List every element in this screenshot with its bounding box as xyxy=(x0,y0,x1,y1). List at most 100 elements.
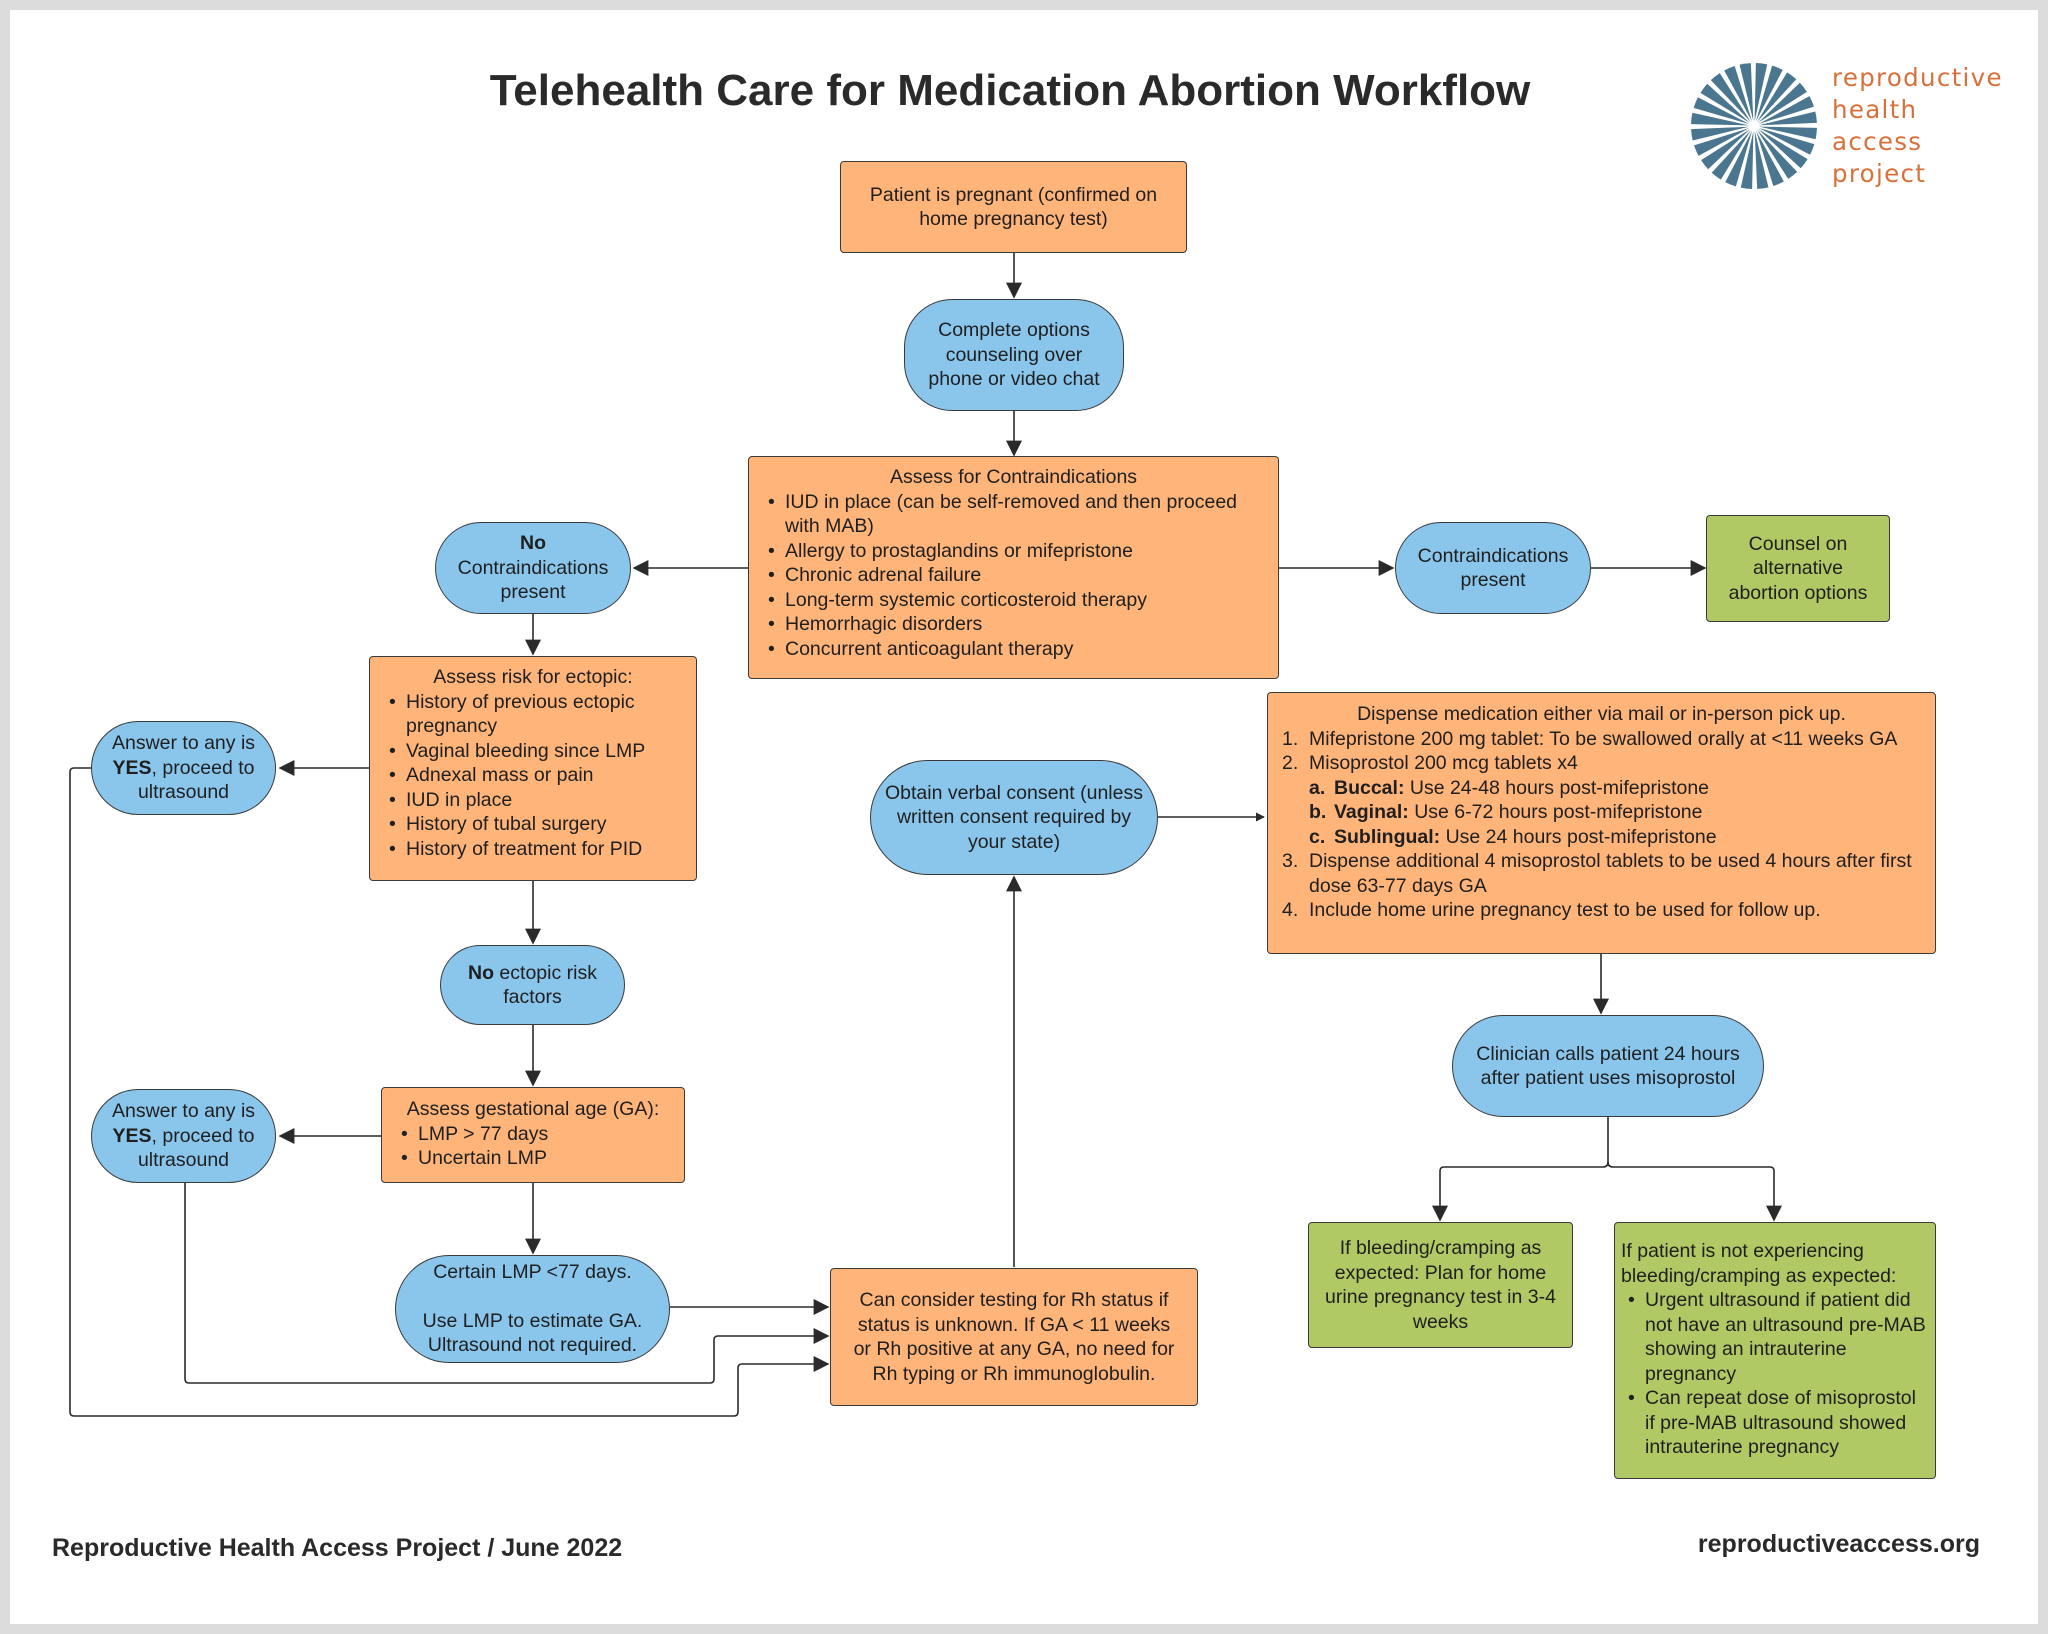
list-item: Chronic adrenal failure xyxy=(768,563,1266,588)
node-yes-ultrasound-ectopic: Answer to any is YES, proceed to ultraso… xyxy=(91,721,276,815)
list-item: Allergy to prostaglandins or mifepriston… xyxy=(768,539,1266,564)
node-dispense-medication: Dispense medication either via mail or i… xyxy=(1267,692,1936,954)
sub-list-bold: Vaginal: xyxy=(1334,801,1409,823)
connector-yes1-to-rh xyxy=(69,767,830,1417)
rhap-logo-mark xyxy=(1691,63,1817,189)
node-text-bold: No xyxy=(520,532,546,555)
list-text: Dispense additional 4 misoprostol tablet… xyxy=(1309,850,1912,897)
list-item: Uncertain LMP xyxy=(401,1146,672,1171)
logo-ray xyxy=(1701,129,1751,170)
logo-ray xyxy=(1711,129,1751,180)
page-title: Telehealth Care for Medication Abortion … xyxy=(489,66,1531,115)
node-text: Clinician calls patient 24 hours after p… xyxy=(1476,1042,1740,1090)
logo-line: health xyxy=(1832,95,1918,124)
node-text-bold: No xyxy=(468,961,495,984)
node-counsel-alternative: Counsel on alternative abortion options xyxy=(1706,515,1890,622)
list-item: Can repeat dose of misoprostol if pre-MA… xyxy=(1628,1386,1927,1460)
logo-ray xyxy=(1758,111,1817,126)
logo-ray xyxy=(1740,130,1754,189)
node-bleeding-not-expected: If patient is not experiencing bleeding/… xyxy=(1614,1222,1936,1479)
node-text: ectopic risk factors xyxy=(494,961,597,1009)
logo-ray xyxy=(1694,127,1750,156)
sub-list-item: b. Vaginal: Use 6-72 hours post-mifeprist… xyxy=(1309,800,1923,825)
node-no-contraindications: No Contraindications present xyxy=(435,522,631,614)
list-text: Include home urine pregnancy test to be … xyxy=(1309,899,1821,921)
logo-line: access xyxy=(1832,127,1923,156)
list-item: Concurrent anticoagulant therapy xyxy=(768,637,1266,662)
node-text: , proceed to ultrasound xyxy=(137,1124,255,1172)
sub-list-item: a. Buccal: Use 24-48 hours post-mifeprist… xyxy=(1309,776,1923,801)
logo-ray xyxy=(1757,129,1798,179)
footer-organization-date: Reproductive Health Access Project / Jun… xyxy=(52,1534,623,1562)
sub-list-text: Use 6-72 hours post-mifepristone xyxy=(1408,801,1703,823)
footer-website-link[interactable]: reproductiveaccess.org xyxy=(1697,1530,1980,1558)
list-item: History of previous ectopic pregnancy xyxy=(389,690,684,739)
list-item: 2.Misoprostol 200 mcg tablets x4 a.Bucca… xyxy=(1282,751,1923,850)
list-item: Vaginal bleeding since LMP xyxy=(389,739,684,764)
logo-ray xyxy=(1725,130,1753,187)
logo-ray xyxy=(1758,127,1815,155)
sub-list-bold: Buccal: xyxy=(1334,776,1405,799)
node-assess-ectopic: Assess risk for ectopic: History of prev… xyxy=(369,656,697,881)
logo-ray xyxy=(1758,126,1817,140)
list-number: 3. xyxy=(1282,850,1299,872)
node-heading: If patient is not experiencing bleeding/… xyxy=(1621,1240,1897,1287)
node-clinician-calls: Clinician calls patient 24 hours after p… xyxy=(1452,1015,1764,1117)
logo-ray xyxy=(1739,63,1754,122)
node-text-bold: YES xyxy=(112,1124,152,1147)
list-text: Misoprostol 200 mcg tablets x4 xyxy=(1309,752,1578,774)
sub-list-bold: Sublingual: xyxy=(1334,825,1441,848)
node-rh-status: Can consider testing for Rh status if st… xyxy=(830,1268,1198,1406)
node-contraindications-present: Contraindications present xyxy=(1395,522,1591,614)
node-yes-ultrasound-ga: Answer to any is YES, proceed to ultraso… xyxy=(91,1089,276,1183)
list-item: Adnexal mass or pain xyxy=(389,763,684,788)
sub-list-text: Use 24-48 hours post-mifepristone xyxy=(1404,776,1710,799)
connector-yes2-to-rh xyxy=(184,1183,830,1384)
logo-ray xyxy=(1710,73,1751,123)
node-text: , proceed to ultrasound xyxy=(137,756,255,804)
node-text: Answer to any is xyxy=(111,1100,256,1123)
node-heading: Dispense medication either via mail or i… xyxy=(1357,703,1846,725)
node-text: If bleeding/cramping as expected: Plan f… xyxy=(1325,1237,1556,1333)
logo-ray xyxy=(1755,130,1784,186)
logo-ray xyxy=(1758,96,1814,125)
node-assess-gestational-age: Assess gestational age (GA): LMP > 77 da… xyxy=(381,1087,685,1183)
connector-clinician-split-right xyxy=(1607,1161,1782,1222)
node-heading: Assess gestational age (GA): xyxy=(406,1098,660,1120)
list-item: IUD in place xyxy=(389,788,684,813)
node-text: Can consider testing for Rh status if st… xyxy=(853,1289,1175,1385)
sub-list-letter: c. xyxy=(1309,825,1326,848)
logo-ray xyxy=(1757,72,1797,123)
logo-ray xyxy=(1757,82,1807,123)
list-item: History of tubal surgery xyxy=(389,812,684,837)
list-item: Hemorrhagic disorders xyxy=(768,612,1266,637)
node-text: Contraindications present xyxy=(457,556,609,604)
node-text: Certain LMP <77 days. xyxy=(433,1261,632,1284)
logo-ray xyxy=(1691,126,1750,141)
node-text: Use LMP to estimate GA. Ultrasound not r… xyxy=(422,1309,643,1357)
sub-list-item: c. Sublingual: Use 24 hours post-mifepris… xyxy=(1309,825,1923,850)
node-text: Obtain verbal consent (unless written co… xyxy=(885,781,1143,853)
node-certain-lmp: Certain LMP <77 days. Use LMP to estimat… xyxy=(395,1255,670,1363)
node-no-ectopic-risk: No ectopic risk factors xyxy=(440,945,625,1025)
connector-clinician-split xyxy=(1432,1117,1609,1222)
list-item: IUD in place (can be self-removed and th… xyxy=(768,490,1266,539)
node-text: Counsel on alternative abortion options xyxy=(1728,532,1868,604)
node-assess-contraindications: Assess for Contraindications IUD in plac… xyxy=(748,456,1279,679)
node-text: Patient is pregnant (confirmed on home p… xyxy=(869,183,1158,231)
list-item: 4.Include home urine pregnancy test to b… xyxy=(1282,898,1923,923)
sub-list-letter: a. xyxy=(1309,776,1326,799)
logo-ray xyxy=(1754,63,1768,122)
node-text: Contraindications present xyxy=(1417,544,1569,592)
logo-ray xyxy=(1755,65,1783,122)
sub-list-letter: b. xyxy=(1309,801,1327,823)
list-item: LMP > 77 days xyxy=(401,1122,672,1147)
list-item: 3. Dispense additional 4 misoprostol tabl… xyxy=(1282,849,1923,898)
sub-list-text: Use 24 hours post-mifepristone xyxy=(1440,825,1717,848)
node-patient-pregnant: Patient is pregnant (confirmed on home p… xyxy=(840,161,1187,253)
logo-ray xyxy=(1757,129,1808,169)
list-item: 1.Mifepristone 200 mg tablet: To be swal… xyxy=(1282,727,1923,752)
list-item: Urgent ultrasound if patient did not hav… xyxy=(1628,1288,1927,1386)
rhap-logo-text: reproductive health access project xyxy=(1832,62,2003,190)
